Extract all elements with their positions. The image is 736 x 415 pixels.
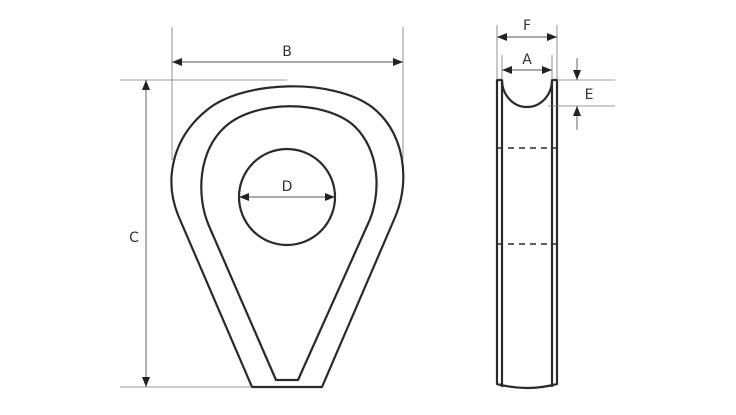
dimension-d: D — [239, 179, 335, 201]
label-f: F — [523, 18, 531, 34]
dimension-c: C — [120, 79, 287, 388]
dimension-f: F — [496, 18, 558, 80]
label-b: B — [282, 44, 292, 60]
side-view — [495, 78, 559, 390]
side-outline — [495, 78, 559, 390]
dimension-a: A — [501, 52, 553, 80]
label-c: C — [129, 230, 139, 246]
dimension-e: E — [548, 58, 615, 130]
dimension-b: B — [171, 27, 404, 160]
front-view — [170, 85, 405, 389]
label-e: E — [585, 87, 594, 103]
label-d: D — [282, 179, 293, 195]
thimble-inner-outline — [200, 105, 378, 382]
thimble-outer-outline — [170, 85, 405, 389]
label-a: A — [522, 52, 532, 68]
